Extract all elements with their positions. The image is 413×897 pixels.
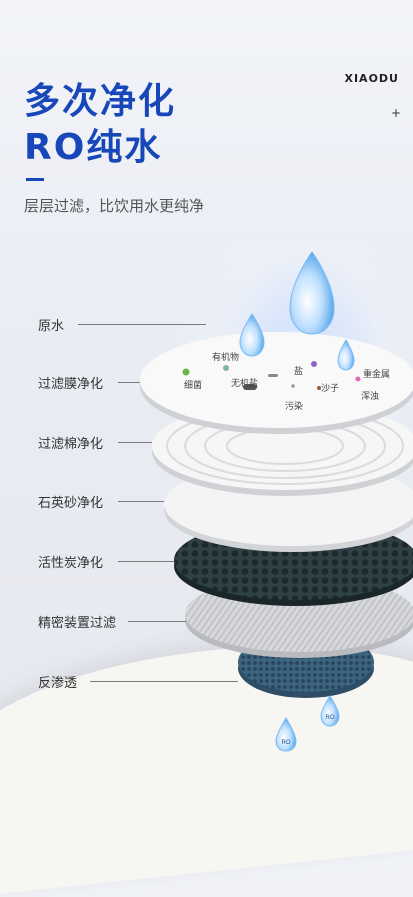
pollution-icon [291,384,295,388]
layer-label-quartz-sand: 石英砂净化 [38,496,104,511]
page-title-line1: 多次净化 [24,81,177,122]
heavy-metal-icon [355,376,361,382]
impurity-label: 细菌 [184,381,203,391]
leader-line [118,442,152,443]
water-drop-icon [239,313,265,357]
leader-line [78,324,206,325]
layer-filter-membrane [140,332,413,434]
ro-drop-label: RO [326,715,335,721]
bacteria-icon [182,368,190,376]
filter-stack-illustration: RO RO [140,251,413,752]
sand-icon [317,386,321,390]
impurity-label: 重金属 [363,370,391,380]
impurity-label: 无机盐 [231,379,259,389]
layer-label-precision-filter: 精密装置过滤 [38,616,117,631]
layer-label-activated-carbon: 活性炭净化 [38,556,104,571]
impurity-label: 沙子 [321,384,340,394]
plus-icon: + [390,106,401,120]
leader-line [128,621,186,622]
layer-label-filter-cotton: 过滤棉净化 [38,437,104,452]
water-drop-small-icon [337,339,355,371]
inorganic-salt-icon [243,384,257,390]
leader-line [118,561,174,562]
organic-matter-icon [223,365,229,371]
impurity-label: 盐 [294,367,304,377]
layer-label-filter-membrane: 过滤膜净化 [38,377,104,392]
impurity-label: 污染 [285,402,304,412]
impurity-label: 浑浊 [361,392,380,402]
ro-water-drop-icon [275,717,297,752]
water-drop-large-icon [289,251,335,335]
brand-label: XIAODU [344,72,399,85]
salt-grain-icon [268,374,278,377]
layer-label-raw-water: 原水 [38,319,65,334]
page-title-line2: RO纯水 [24,127,163,168]
leader-line [118,501,164,502]
impurity-label: 有机物 [212,353,240,363]
layer-label-reverse-osmosis: 反渗透 [38,676,78,691]
leader-line [118,382,140,383]
ro-water-drop-icon [320,695,340,727]
salt-icon [311,361,317,367]
leader-line [90,681,238,682]
page-subtitle: 层层过滤，比饮用水更纯净 [24,197,205,215]
title-divider [26,178,44,181]
ro-drop-label: RO [282,740,291,746]
